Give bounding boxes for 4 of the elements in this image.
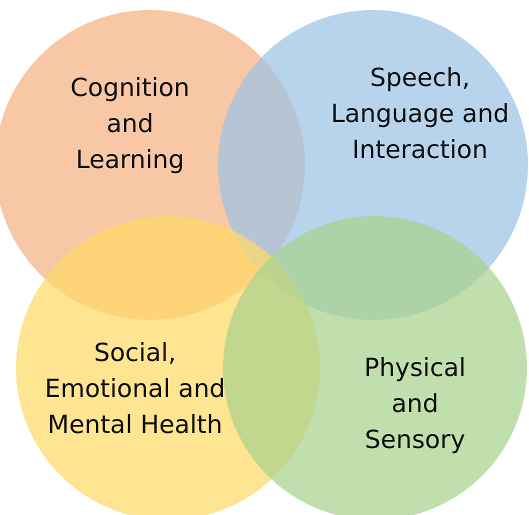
circle-label: Physical and Sensory <box>363 352 467 456</box>
circle-label: Social, Emotional and Mental Health <box>44 337 226 441</box>
circle-label: Cognition and Learning <box>69 72 191 176</box>
circle-label: Speech, Language and Interaction <box>330 62 510 166</box>
